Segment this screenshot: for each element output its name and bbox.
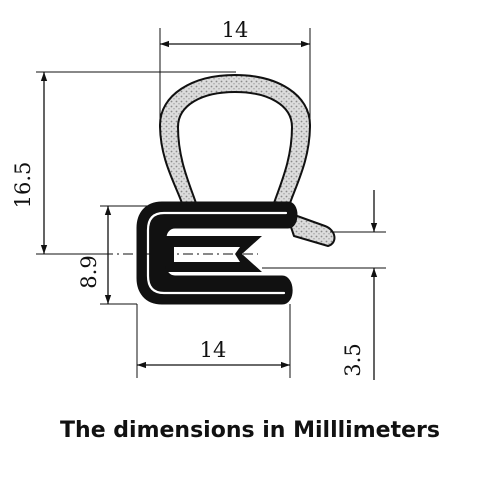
seal-bulb <box>159 74 311 207</box>
lip-offset-value: 3.5 <box>341 343 365 376</box>
clip-height-value: 8.9 <box>77 255 101 288</box>
sealing-lip <box>285 211 336 247</box>
u-channel-clip <box>136 201 298 305</box>
dimension-lines <box>40 40 378 380</box>
bottom-width-value: 14 <box>200 338 227 362</box>
overall-height-value: 16.5 <box>11 162 35 209</box>
extension-lines <box>36 28 386 378</box>
dimensions-caption: The dimensions in Milllimeters <box>60 418 440 443</box>
top-width-value: 14 <box>222 18 249 42</box>
